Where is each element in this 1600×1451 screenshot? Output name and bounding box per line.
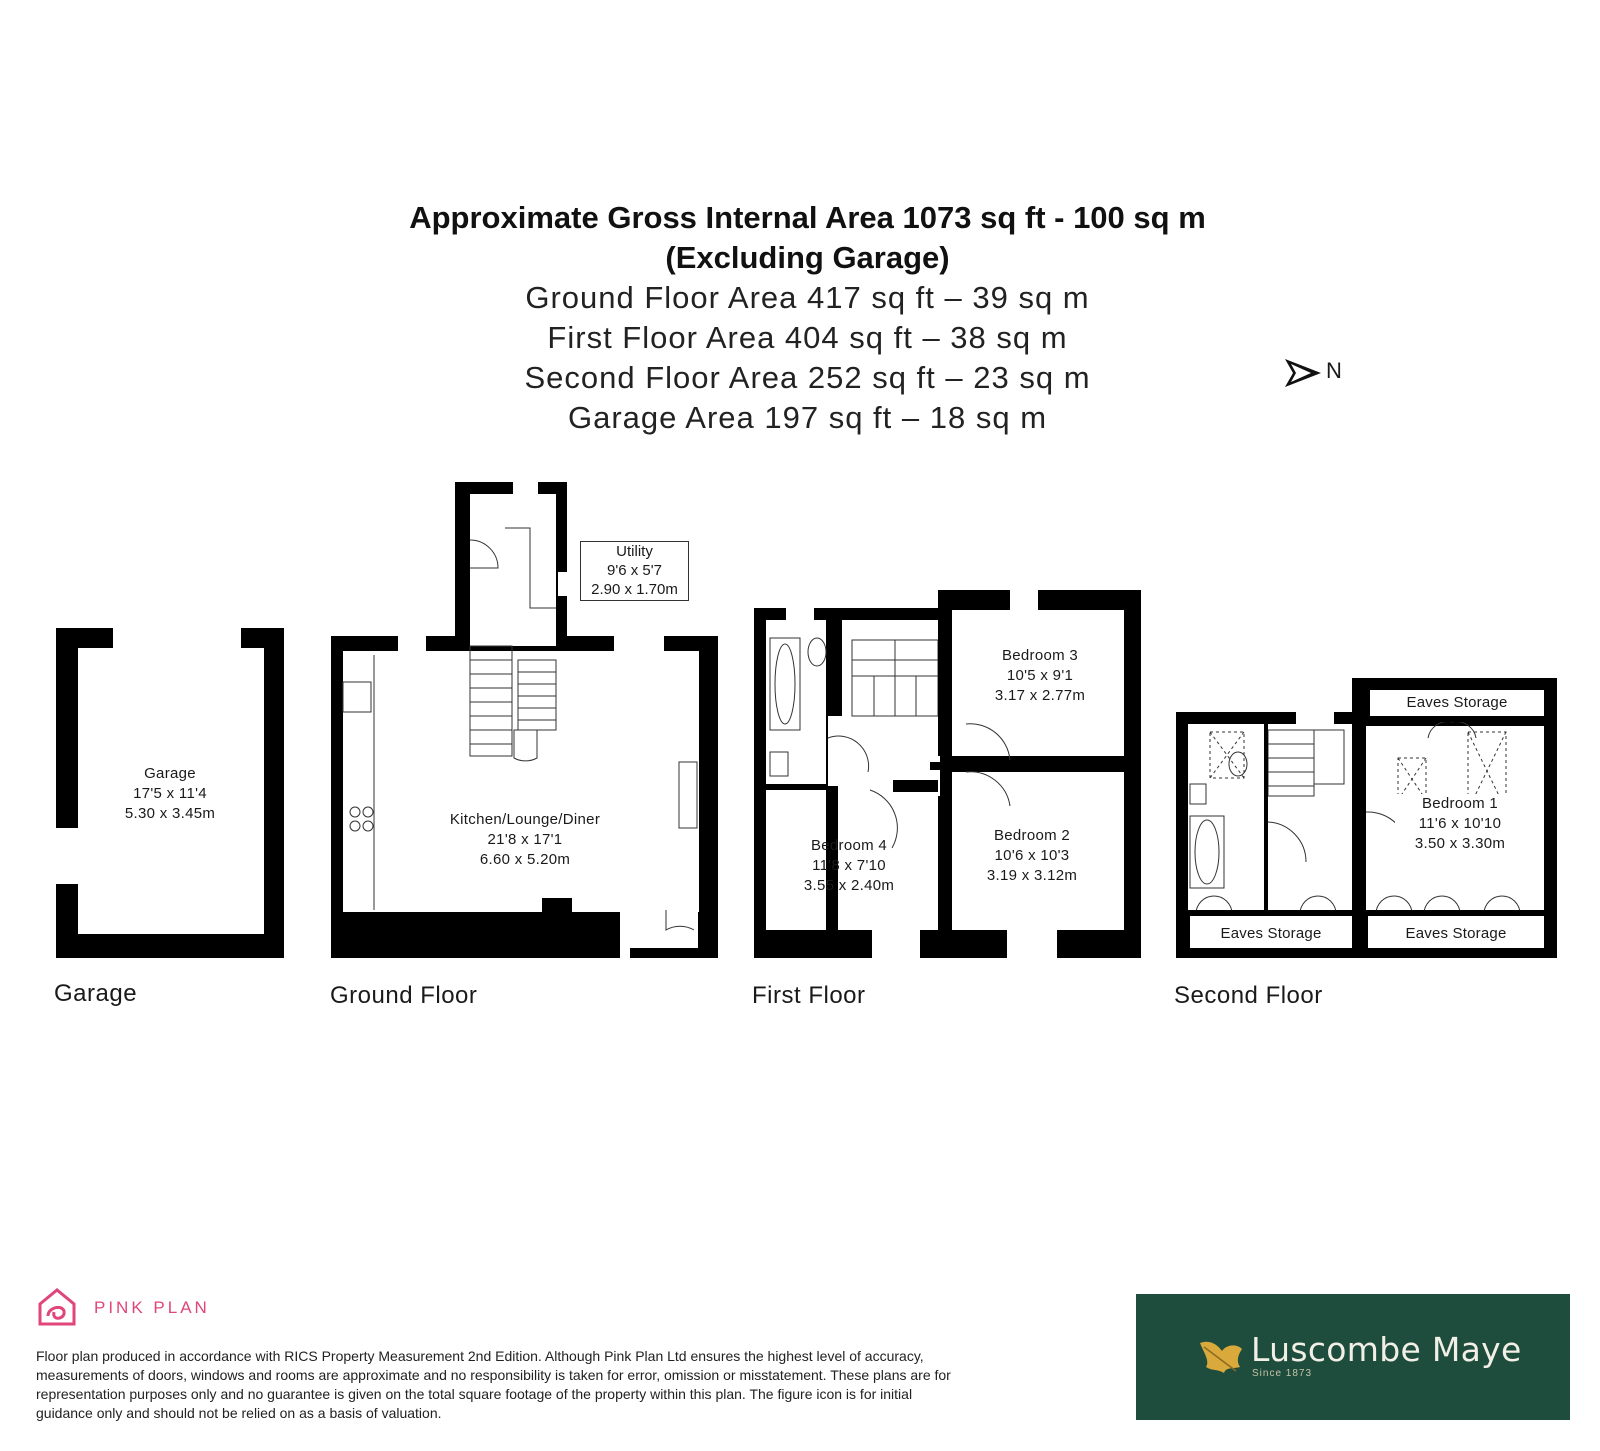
ground-floor-area: Ground Floor Area 417 sq ft – 39 sq m xyxy=(525,280,1090,315)
title-excluding-garage: (Excluding Garage) xyxy=(665,240,950,275)
pink-plan-brand: PINK PLAN xyxy=(94,1298,210,1317)
room-bedroom-2: Bedroom 2 10'6 x 10'3 3.19 x 3.12m xyxy=(986,827,1078,884)
garage-area: Garage Area 197 sq ft – 18 sq m xyxy=(567,400,1048,435)
room-bedroom-3: Bedroom 3 10'5 x 9'1 3.17 x 2.77m xyxy=(994,647,1086,704)
first-floor-area: First Floor Area 404 sq ft – 38 sq m xyxy=(547,320,1068,355)
floor-label-garage: Garage xyxy=(54,980,138,1007)
eaves-storage-left: Eaves Storage xyxy=(1220,925,1322,942)
disclaimer-text: Floor plan produced in accordance with R… xyxy=(36,1348,951,1421)
garage-interior xyxy=(78,648,264,934)
floor-label-first: First Floor xyxy=(752,982,866,1009)
room-bedroom-1: Bedroom 1 11'6 x 10'10 3.50 x 3.30m xyxy=(1395,794,1525,854)
north-label: N xyxy=(1326,358,1342,383)
second-floor-area: Second Floor Area 252 sq ft – 23 sq m xyxy=(524,360,1091,395)
north-arrow-icon xyxy=(1285,359,1321,387)
area-summary: Approximate Gross Internal Area 1073 sq … xyxy=(0,198,1600,438)
agent-name: Luscombe Maye xyxy=(1251,1330,1522,1369)
first-stairs xyxy=(851,639,939,717)
title-gross-area: Approximate Gross Internal Area 1073 sq … xyxy=(409,200,1206,235)
room-utility: Utility 9'6 x 5'7 2.90 x 1.70m xyxy=(580,541,689,601)
floor-label-ground: Ground Floor xyxy=(330,982,478,1009)
agent-since: Since 1873 xyxy=(1252,1368,1313,1379)
room-kitchen-lounge-diner: Kitchen/Lounge/Diner 21'8 x 17'1 6.60 x … xyxy=(449,811,601,868)
room-bedroom-4: Bedroom 4 11'8 x 7'10 3.55 x 2.40m xyxy=(803,837,895,894)
oak-leaf-icon xyxy=(1200,1341,1242,1373)
floor-label-second: Second Floor xyxy=(1174,982,1323,1009)
eaves-storage-right: Eaves Storage xyxy=(1405,925,1507,942)
room-garage: Garage 17'5 x 11'4 5.30 x 3.45m xyxy=(124,765,216,822)
pink-plan-house-icon xyxy=(38,1288,76,1326)
eaves-storage-top: Eaves Storage xyxy=(1406,694,1508,711)
